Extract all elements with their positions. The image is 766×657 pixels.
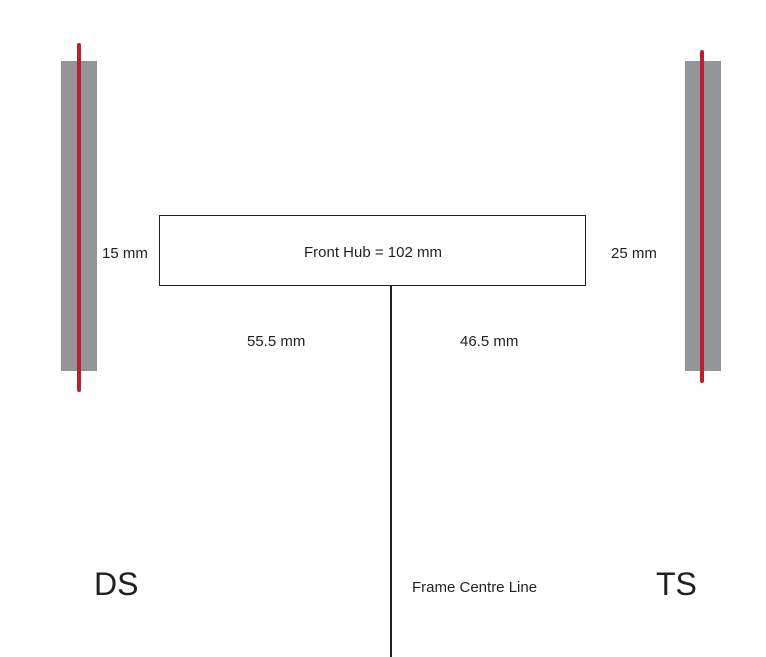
drive-side-label: DS	[94, 566, 139, 602]
tension-side-label: TS	[656, 566, 697, 602]
left-gap-label: 15 mm	[102, 245, 148, 262]
left-offset-label: 55.5 mm	[247, 333, 306, 350]
right-gap-label: 25 mm	[611, 245, 657, 262]
right-offset-label: 46.5 mm	[460, 333, 519, 350]
front-hub-label: Front Hub = 102 mm	[304, 244, 442, 261]
frame-centre-line	[390, 285, 392, 657]
right-rotor-line	[700, 50, 704, 383]
front-hub-box	[159, 215, 586, 286]
left-rotor-line	[77, 43, 81, 392]
frame-centre-line-label: Frame Centre Line	[412, 579, 538, 596]
